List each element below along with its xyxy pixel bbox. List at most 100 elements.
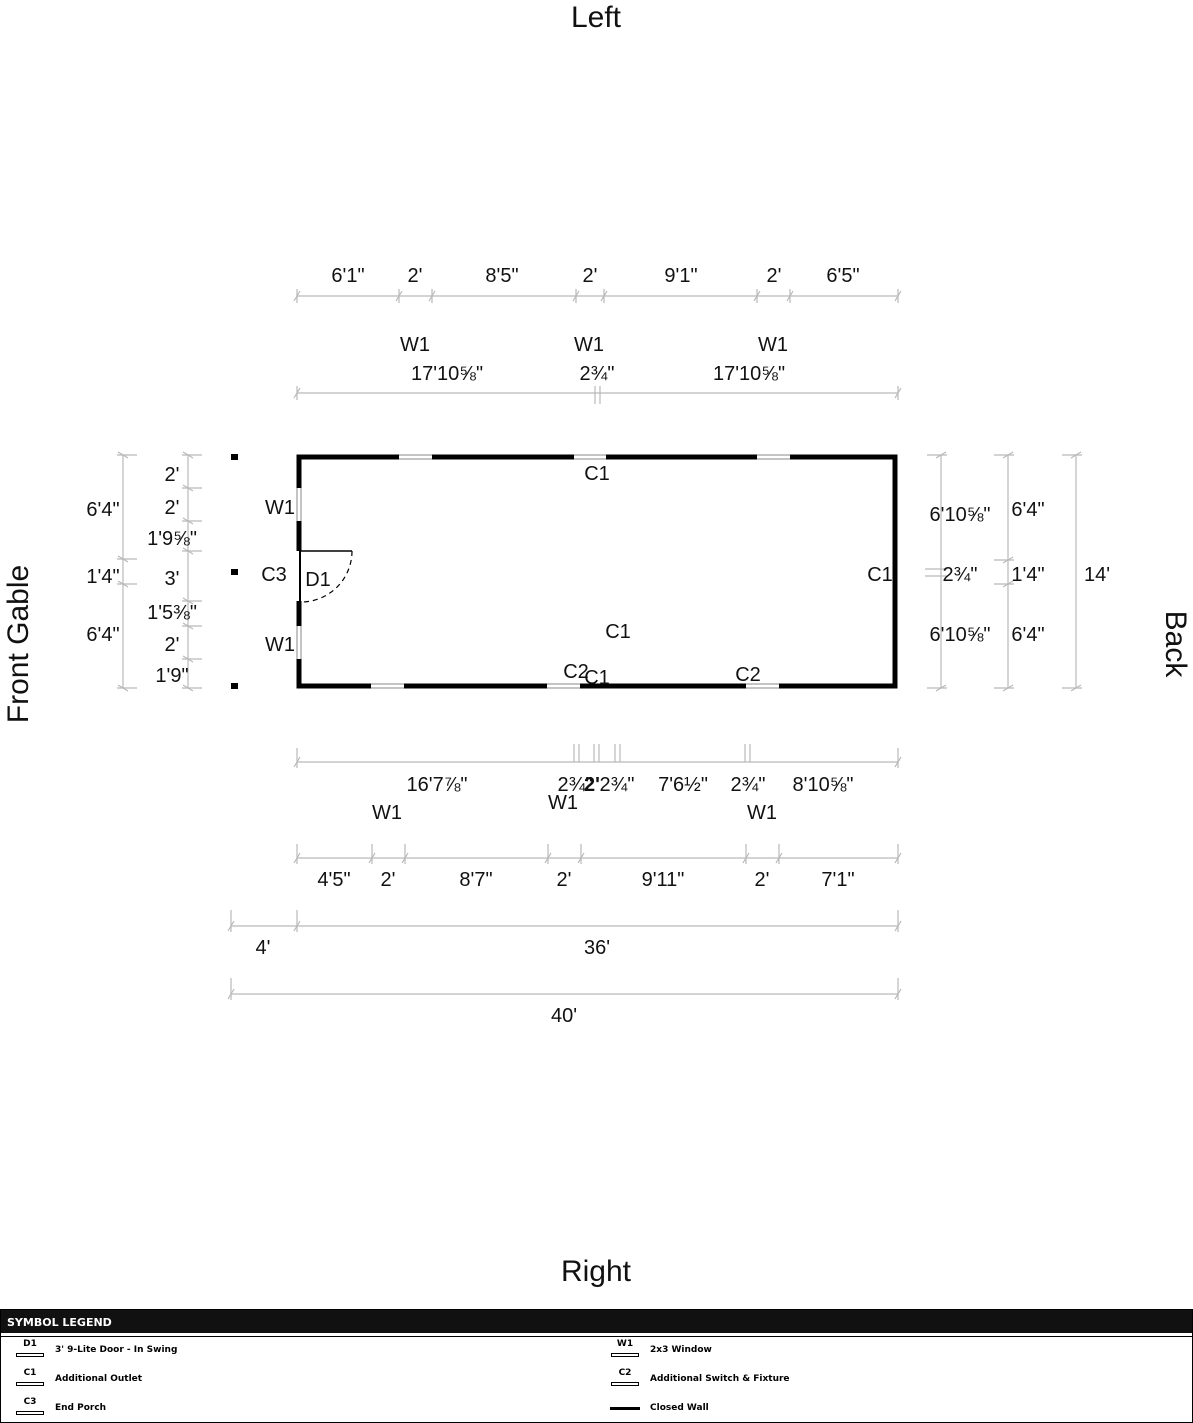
switch-label-bottom-2: C2 — [735, 664, 761, 686]
right-dim-inner-2: 2¾" — [943, 564, 978, 586]
window-openings-top — [399, 454, 790, 460]
door-label: D1 — [305, 569, 331, 591]
door-symbol-icon: D1 — [15, 1338, 45, 1362]
bottom-dim-row2-5: 9'11" — [642, 869, 685, 891]
overall-dim-building: 36' — [584, 937, 610, 959]
floor-plan-diagram: Left Right Front Gable Back 6'1" 2' 8'5"… — [2, 1, 1192, 1288]
top-dimension-line-1 — [293, 289, 902, 303]
bottom-dim-row2-2: 2' — [381, 869, 396, 891]
top-dim-4: 2' — [583, 265, 598, 287]
outlet-label-top: C1 — [584, 463, 610, 485]
legend-label: 2x3 Window — [650, 1345, 712, 1355]
top-dim-1: 6'1" — [331, 265, 364, 287]
overall-dim-porch: 4' — [256, 937, 271, 959]
symbol-legend: SYMBOL LEGEND D1 3' 9-Lite Door - In Swi… — [0, 1309, 1193, 1423]
outlet-symbol-icon: C1 — [15, 1367, 45, 1391]
bottom-window-label-3: W1 — [747, 802, 777, 824]
side-label-front-gable: Front Gable — [2, 565, 35, 723]
legend-code: W1 — [616, 1339, 634, 1349]
bottom-dim-row1-1: 16'7⅞" — [407, 774, 468, 796]
legend-item-porch: C3 End Porch — [15, 1396, 106, 1420]
side-label-right: Right — [561, 1255, 632, 1288]
top-dim-row2-1: 17'10⅝" — [411, 363, 483, 385]
top-dim-3: 8'5" — [485, 265, 518, 287]
left-dim-inner-5: 1'5⅜" — [147, 602, 197, 624]
left-dim-outer-2: 1'4" — [86, 566, 119, 588]
top-dim-7: 6'5" — [826, 265, 859, 287]
top-dimension-line-2 — [293, 386, 902, 404]
window-openings-bottom — [371, 683, 779, 689]
right-dimension-lines — [925, 451, 1082, 692]
left-dim-inner-2: 2' — [165, 497, 180, 519]
outlet-label-back: C1 — [867, 564, 893, 586]
top-dim-6: 2' — [767, 265, 782, 287]
left-dim-inner-1: 2' — [165, 464, 180, 486]
legend-code: D1 — [23, 1339, 37, 1349]
legend-label: Additional Switch & Fixture — [650, 1374, 790, 1384]
switch-symbol-icon: C2 — [610, 1367, 640, 1391]
right-dim-outer: 14' — [1084, 564, 1110, 586]
bottom-dim-row1-7: 8'10⅝" — [793, 774, 854, 796]
legend-item-closed-wall: Closed Wall — [610, 1396, 709, 1420]
top-dim-5: 9'1" — [664, 265, 697, 287]
right-dim-inner-3: 6'10⅝" — [930, 624, 991, 646]
bottom-dim-row1-6: 2¾" — [731, 774, 766, 796]
outlet-label-bottom: C1 — [584, 667, 610, 689]
left-dim-inner-4: 3' — [165, 568, 180, 590]
bottom-window-label-1: W1 — [372, 802, 402, 824]
top-window-label-2: W1 — [574, 334, 604, 356]
switch-label-bottom-1: C2 — [563, 661, 589, 683]
right-dim-inner-1: 6'10⅝" — [930, 504, 991, 526]
porch-label: C3 — [261, 564, 287, 586]
left-dim-outer-1: 6'4" — [86, 499, 119, 521]
bottom-dim-row2-1: 4'5" — [317, 869, 350, 891]
left-dim-inner-3: 1'9⅝" — [147, 528, 197, 550]
top-dim-row2-3: 17'10⅝" — [713, 363, 785, 385]
overall-dim-total: 40' — [551, 1005, 577, 1027]
building-outline — [296, 454, 898, 689]
front-wall-openings — [296, 488, 353, 659]
bottom-dim-row2-7: 7'1" — [821, 869, 854, 891]
left-dim-outer-3: 6'4" — [86, 624, 119, 646]
left-dim-inner-7: 1'9" — [155, 665, 188, 687]
top-window-label-3: W1 — [758, 334, 788, 356]
legend-item-door: D1 3' 9-Lite Door - In Swing — [15, 1338, 177, 1362]
overall-dimension-lines — [227, 910, 902, 1000]
legend-label: Closed Wall — [650, 1403, 709, 1413]
right-dim-middle-3: 6'4" — [1011, 624, 1044, 646]
bottom-dim-row1-3: 2' — [584, 774, 600, 796]
front-window-label-upper: W1 — [265, 497, 295, 519]
closed-wall-symbol-icon — [610, 1396, 640, 1420]
bottom-dim-row2-3: 8'7" — [459, 869, 492, 891]
legend-title: SYMBOL LEGEND — [1, 1310, 1192, 1336]
outlet-label-center: C1 — [605, 621, 631, 643]
right-dim-middle-1: 6'4" — [1011, 499, 1044, 521]
bottom-dim-row2-4: 2' — [557, 869, 572, 891]
top-dim-2: 2' — [408, 265, 423, 287]
left-dimension-lines — [117, 451, 202, 692]
top-window-label-1: W1 — [400, 334, 430, 356]
legend-code: C1 — [23, 1368, 37, 1378]
bottom-dim-row1-4: 2¾" — [600, 774, 635, 796]
legend-code: C3 — [23, 1397, 37, 1407]
side-label-left: Left — [571, 1, 622, 34]
porch-symbol-icon: C3 — [15, 1396, 45, 1420]
bottom-window-label-2: W1 — [548, 792, 578, 814]
bottom-dimension-line-1 — [293, 744, 902, 768]
legend-label: Additional Outlet — [55, 1374, 143, 1384]
porch-posts — [231, 454, 238, 689]
legend-item-switch: C2 Additional Switch & Fixture — [610, 1367, 790, 1391]
bottom-dimension-line-2 — [293, 844, 902, 864]
top-dim-row2-2: 2¾" — [580, 363, 615, 385]
bottom-dim-row1-5: 7'6½" — [658, 774, 708, 796]
right-dim-middle-2: 1'4" — [1011, 564, 1044, 586]
bottom-dim-row1-2: 2¾" — [558, 774, 593, 796]
legend-label: End Porch — [55, 1403, 107, 1413]
front-window-label-lower: W1 — [265, 634, 295, 656]
side-label-back: Back — [1159, 611, 1192, 679]
legend-label: 3' 9-Lite Door - In Swing — [55, 1345, 178, 1355]
bottom-dim-row2-6: 2' — [755, 869, 770, 891]
legend-item-window: W1 2x3 Window — [610, 1338, 712, 1362]
window-symbol-icon: W1 — [610, 1338, 640, 1362]
legend-item-outlet: C1 Additional Outlet — [15, 1367, 142, 1391]
